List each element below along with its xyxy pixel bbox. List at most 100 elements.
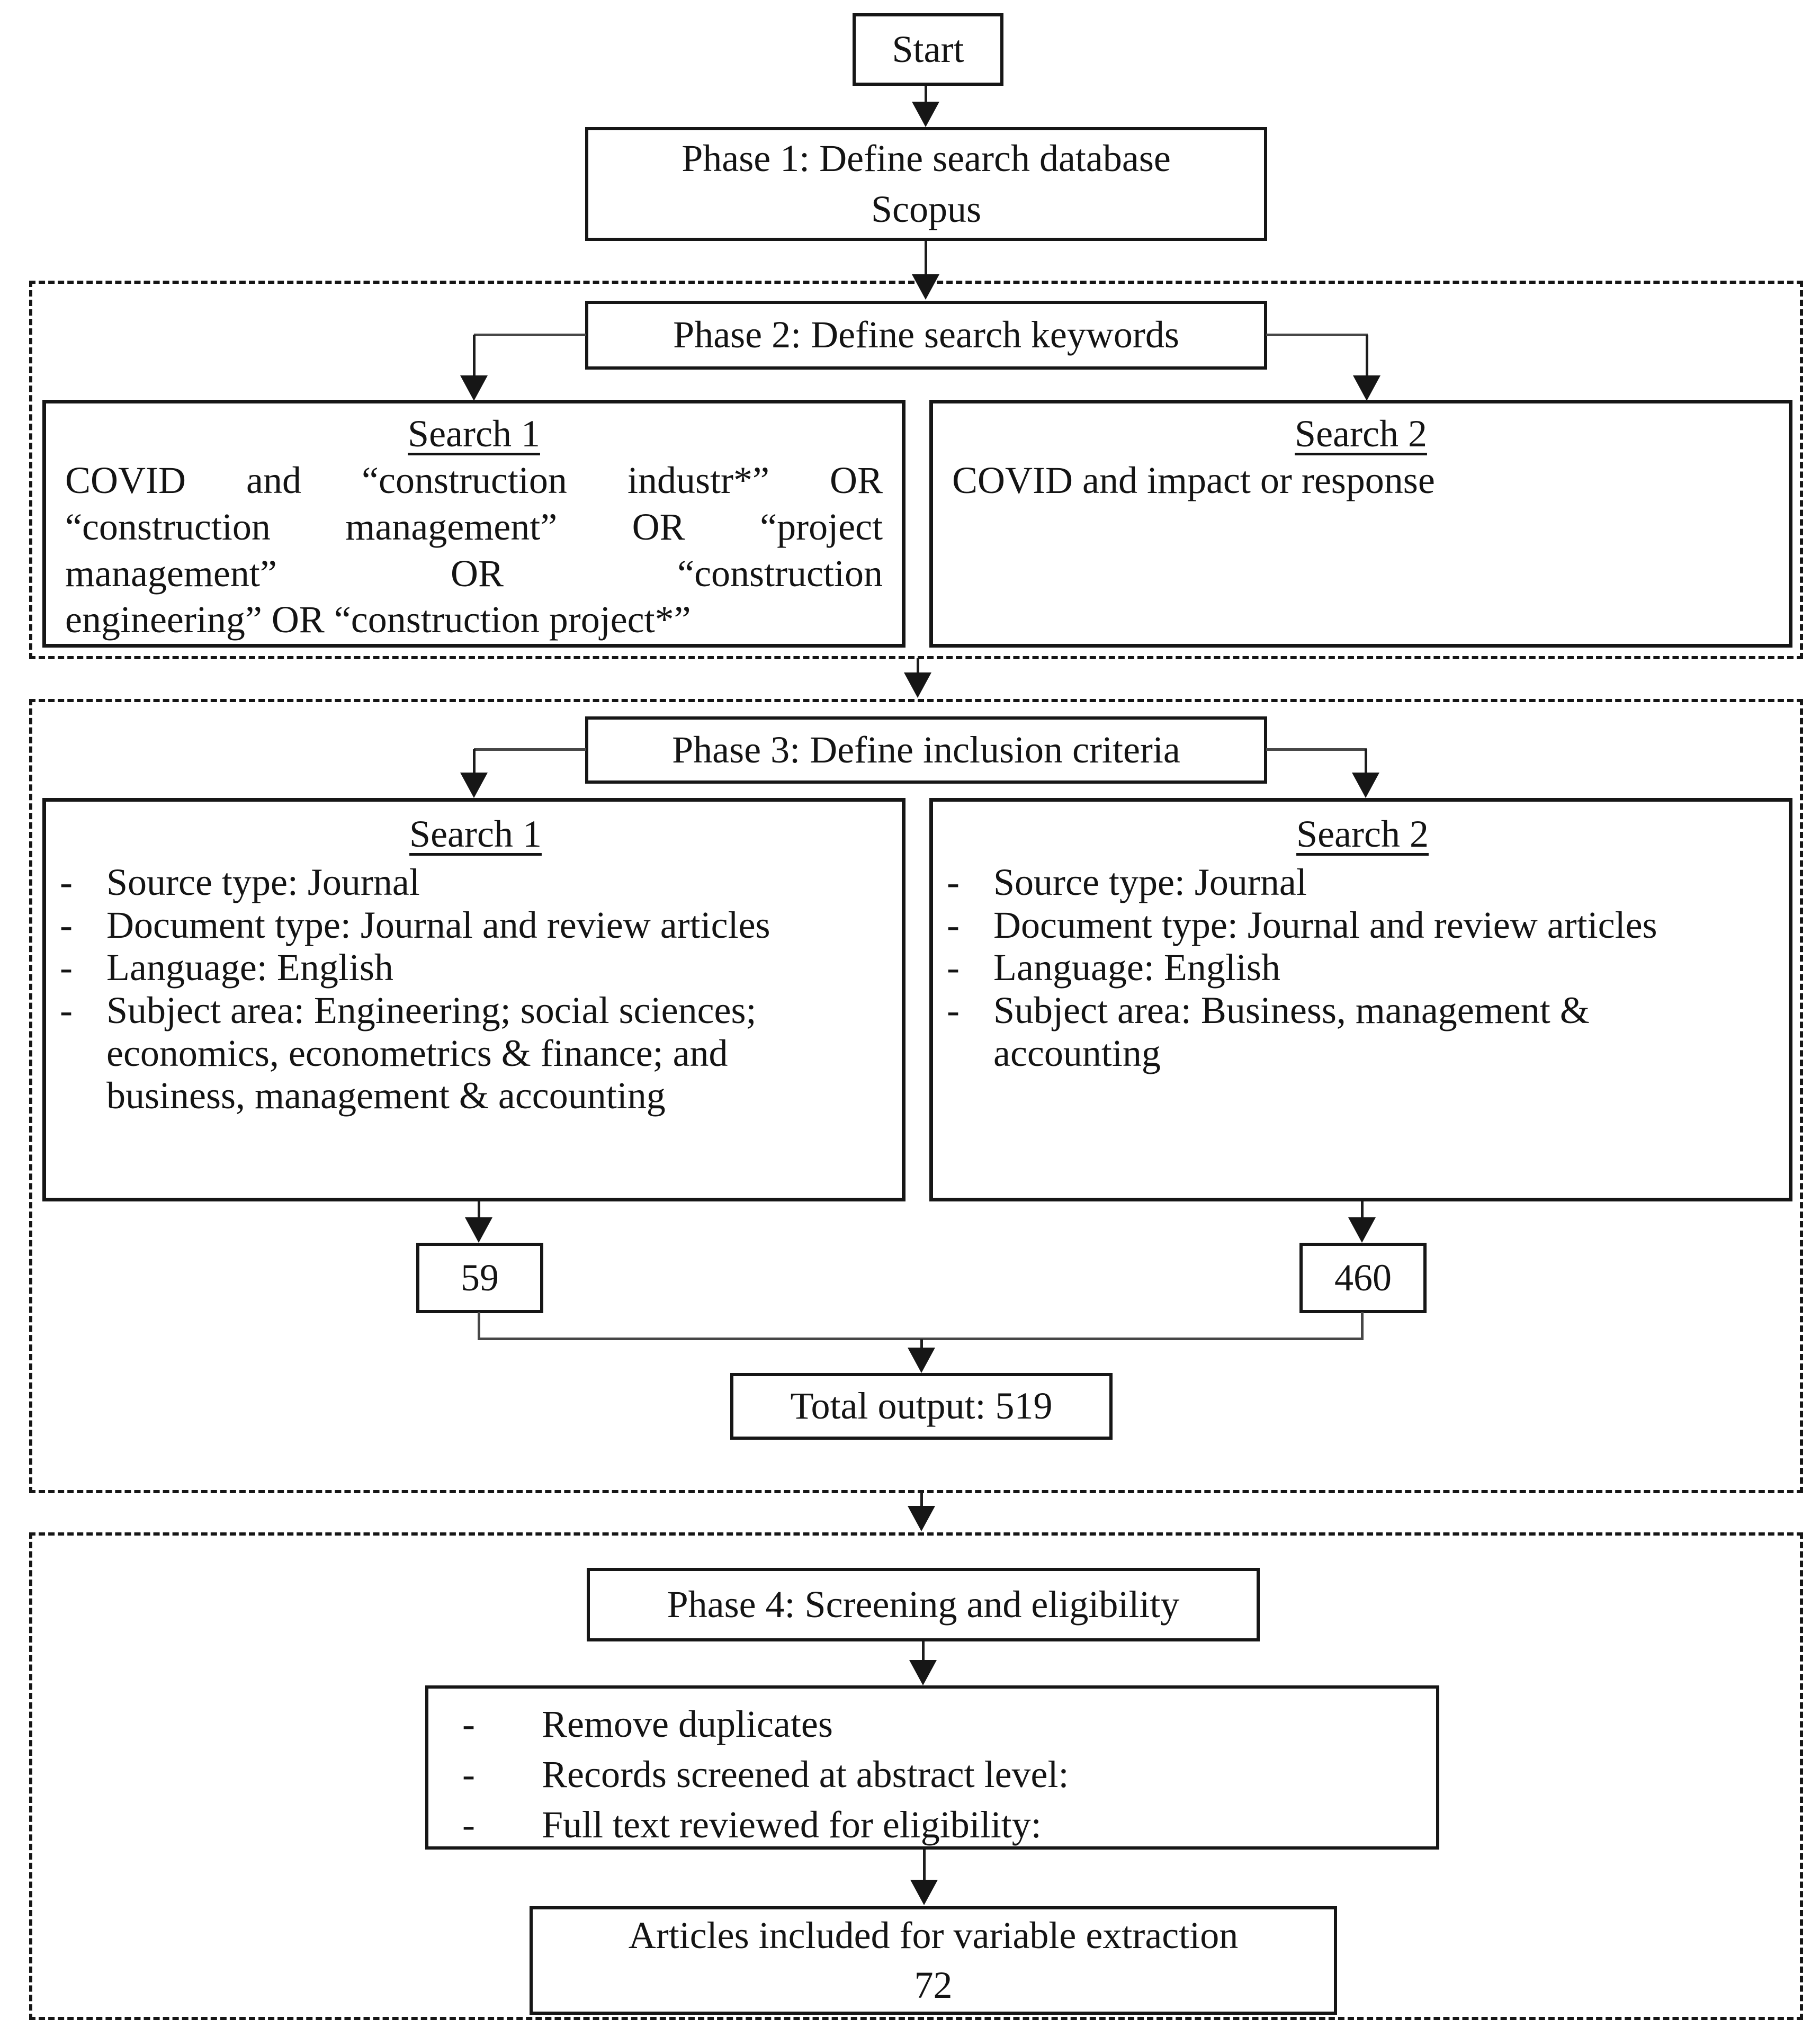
bullet-dash: -: [462, 1803, 475, 1846]
total-output-label: Total output: 519: [790, 1385, 1053, 1428]
criteria-item: - Document type: Journal and review arti…: [947, 904, 1778, 947]
arrow-tip: [460, 773, 488, 798]
screening-step: - Remove duplicates: [462, 1702, 1415, 1746]
phase3-search1-heading: Search 1: [409, 813, 542, 855]
connector-count2-down: [1361, 1312, 1364, 1340]
phase2-search1-box: Search 1 COVID and “construction industr…: [42, 400, 905, 648]
final-outcome-count: 72: [914, 1963, 953, 2006]
arrow-shaft: [1365, 335, 1368, 375]
connector-phase2-right-horizontal: [1266, 334, 1368, 336]
phase4-container: [29, 1532, 1803, 2020]
phase2-search2-heading: Search 2: [1295, 412, 1427, 455]
search1-count-box: 59: [416, 1243, 543, 1313]
arrow-merge-to-total: [908, 1339, 935, 1373]
query-line: COVID and “construction industr*” OR: [65, 459, 883, 501]
phase4-title: Phase 4: Screening and eligibility: [667, 1583, 1180, 1626]
arrow-phase3-to-phase4: [908, 1492, 935, 1531]
phase2-label-box: Phase 2: Define search keywords: [585, 301, 1267, 370]
screening-step-text: Records screened at abstract level:: [542, 1753, 1069, 1796]
connector-phase3-right-horizontal: [1266, 748, 1367, 751]
arrow-tip: [460, 375, 488, 401]
arrow-tip: [912, 102, 939, 127]
arrow-tip: [909, 1660, 937, 1685]
arrow-phase3-to-search2: [1352, 749, 1379, 798]
phase3-container: [29, 699, 1803, 1493]
arrow-tip: [904, 672, 931, 698]
arrow-phase3-to-search1: [460, 749, 488, 798]
criteria-text: Source type: Journal: [993, 861, 1307, 903]
arrow-shaft: [1364, 749, 1367, 773]
arrow-phase2-to-search1: [460, 335, 488, 401]
arrow-tip: [908, 1506, 935, 1531]
arrow-search1-to-count: [465, 1201, 492, 1243]
bullet-dash: -: [947, 946, 960, 989]
criteria-item: - Document type: Journal and review arti…: [60, 904, 891, 947]
screening-step-text: Remove duplicates: [542, 1703, 833, 1745]
phase3-search2-box: Search 2 - Source type: Journal - Docume…: [929, 798, 1792, 1201]
arrow-phase2-to-search2: [1353, 335, 1380, 401]
arrow-shaft: [472, 749, 476, 773]
bullet-dash: -: [60, 946, 73, 989]
screening-step: - Records screened at abstract level:: [462, 1753, 1415, 1797]
final-outcome-box: Articles included for variable extractio…: [530, 1906, 1337, 2015]
criteria-text: Document type: Journal and review articl…: [106, 903, 770, 946]
arrow-phase1-to-phase2: [912, 241, 939, 300]
criteria-item: - Subject area: Engineering; social scie…: [60, 989, 891, 1117]
criteria-text: Subject area: Engineering; social scienc…: [106, 989, 757, 1117]
arrow-shaft: [924, 241, 927, 274]
phase2-search2-query: COVID and impact or response: [952, 459, 1435, 501]
criteria-text: Language: English: [106, 946, 393, 989]
phase3-label-box: Phase 3: Define inclusion criteria: [585, 716, 1267, 784]
arrow-shaft: [920, 1339, 923, 1348]
screening-step: - Full text reviewed for eligibility:: [462, 1803, 1415, 1847]
connector-phase2-left-horizontal: [474, 334, 586, 336]
phase3-search1-box: Search 1 - Source type: Journal - Docume…: [42, 798, 905, 1201]
criteria-text: Language: English: [993, 946, 1280, 989]
total-output-box: Total output: 519: [730, 1373, 1113, 1440]
query-line: engineering” OR “construction project*”: [65, 598, 691, 641]
arrow-shaft: [920, 1492, 923, 1506]
start-label: Start: [892, 28, 964, 70]
criteria-text: Document type: Journal and review articl…: [993, 903, 1657, 946]
bullet-dash: -: [60, 861, 73, 903]
arrow-shaft: [921, 1641, 925, 1660]
criteria-text: Source type: Journal: [106, 861, 420, 903]
arrow-shaft: [924, 86, 927, 102]
arrow-screening-to-final: [910, 1850, 938, 1905]
phase4-label-box: Phase 4: Screening and eligibility: [587, 1568, 1260, 1641]
connector-count1-down: [478, 1312, 480, 1340]
arrow-shaft: [472, 335, 476, 375]
phase3-search2-heading: Search 2: [1296, 813, 1429, 855]
arrow-shaft: [477, 1201, 480, 1217]
phase2-search2-box: Search 2 COVID and impact or response: [929, 400, 1792, 648]
start-box: Start: [853, 13, 1003, 86]
query-line: management” OR “construction: [65, 552, 883, 595]
arrow-shaft: [922, 1850, 926, 1880]
bullet-dash: -: [947, 903, 960, 946]
arrow-phase4-to-screening: [909, 1641, 937, 1685]
arrow-shaft: [1360, 1201, 1364, 1217]
bullet-dash: -: [462, 1703, 475, 1745]
bullet-dash: -: [60, 989, 73, 1031]
final-outcome-label: Articles included for variable extractio…: [628, 1914, 1239, 1957]
phase1-database: Scopus: [871, 187, 982, 230]
criteria-item: - Language: English: [60, 946, 891, 989]
bullet-dash: -: [60, 903, 73, 946]
search1-count: 59: [461, 1257, 499, 1299]
screening-step-text: Full text reviewed for eligibility:: [542, 1803, 1042, 1846]
criteria-item: - Subject area: Business, management & a…: [947, 989, 1778, 1074]
query-line: “construction management” OR “project: [65, 505, 883, 548]
phase1-title: Phase 1: Define search database: [682, 137, 1171, 180]
search2-count-box: 460: [1299, 1243, 1427, 1313]
connector-merge-horizontal: [478, 1338, 1364, 1340]
arrow-start-to-phase1: [912, 86, 939, 127]
arrow-tip: [1352, 773, 1379, 798]
phase2-search1-heading: Search 1: [408, 412, 540, 455]
connector-phase3-left-horizontal: [474, 748, 586, 751]
bullet-dash: -: [947, 989, 960, 1031]
phase2-container: [29, 281, 1803, 659]
phase3-title: Phase 3: Define inclusion criteria: [672, 728, 1180, 771]
criteria-item: - Source type: Journal: [947, 861, 1778, 904]
arrow-tip: [908, 1348, 935, 1373]
